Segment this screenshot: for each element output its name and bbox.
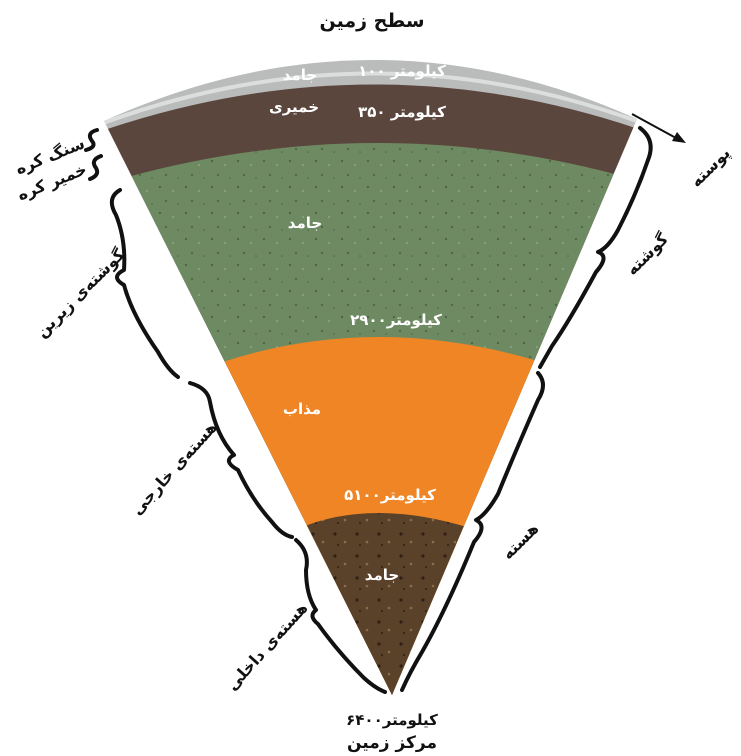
center-depth-label: ۶۴۰۰کیلومتر (346, 711, 438, 729)
crust-depth-label: ۱۰۰ کیلومتر (358, 62, 446, 80)
inner-core-state-label: جامد (365, 566, 399, 584)
outer-core-depth-label: ۵۱۰۰کیلومتر (344, 486, 436, 504)
crust-side-label: پوسته (686, 143, 734, 191)
asthenosphere-state-label: خمیری (269, 98, 319, 116)
inner-core-side-label: هسته‌ی داخلی (222, 598, 311, 694)
crust-arrow-head (672, 132, 686, 143)
lower-mantle-side-label: گوشته‌ی زیرین (32, 244, 129, 341)
surface-label: سطح زمین (319, 10, 424, 32)
asthenosphere-depth-label: ۳۵۰ کیلومتر (358, 103, 446, 121)
lower-mantle-depth-label: ۲۹۰۰کیلومتر (350, 311, 442, 329)
asthenosphere-brace (90, 156, 101, 179)
outer-core-state-label: مذاب (283, 400, 321, 418)
core-side-label: هسته (498, 519, 542, 563)
crust-state-label: جامد (283, 66, 317, 84)
lithosphere-brace (86, 130, 97, 150)
crust-arrow-line (632, 114, 676, 138)
mantle-side-label: گوشته (622, 229, 672, 279)
center-label: مرکز زمین (347, 733, 437, 753)
outer-core-side-label: هسته‌ی خارجی (127, 418, 220, 519)
lower-mantle-state-label: جامد (288, 214, 322, 232)
